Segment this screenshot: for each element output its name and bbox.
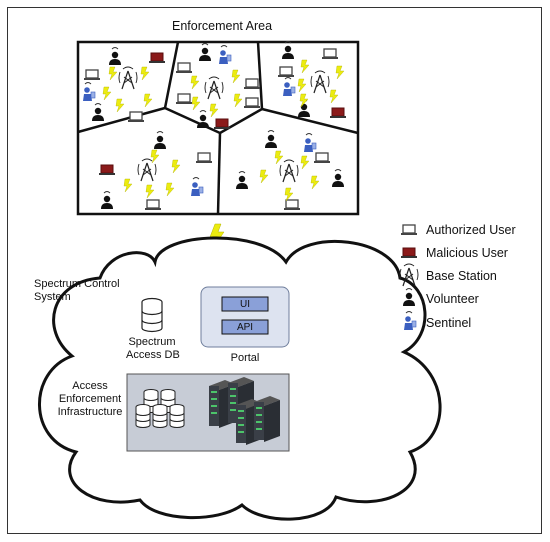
ui-button[interactable] xyxy=(221,296,269,312)
legend-label: Base Station xyxy=(426,269,497,283)
legend-label: Malicious User xyxy=(426,246,508,260)
legend-label: Volunteer xyxy=(426,292,479,306)
legend-item-sentinel: Sentinel xyxy=(400,314,471,332)
portal-label: Portal xyxy=(230,352,260,364)
portal-box xyxy=(200,286,290,348)
database-cluster-icon xyxy=(135,389,185,428)
legend-label: Sentinel xyxy=(426,316,472,330)
spectrum-control-system-label: Spectrum Control System xyxy=(34,278,120,303)
legend-item-volunteer: Volunteer xyxy=(400,290,479,308)
api-button[interactable] xyxy=(221,319,269,335)
enforcement-area-title: Enforcement Area xyxy=(172,19,273,33)
portal-api-label: API xyxy=(236,322,254,333)
portal-ui-label: UI xyxy=(240,299,250,310)
database-icon xyxy=(141,297,163,333)
legend-label: Authorized User xyxy=(426,223,516,237)
legend-item-authorized: Authorized User xyxy=(400,221,516,239)
legend-item-base-station: Base Station xyxy=(400,267,497,285)
access-enforcement-label: Access Enforcement Infrastructure xyxy=(57,380,123,418)
legend-item-malicious: Malicious User xyxy=(400,244,508,262)
server-racks-icon xyxy=(209,377,280,445)
spectrum-access-db-label: Spectrum Access DB xyxy=(126,336,180,361)
